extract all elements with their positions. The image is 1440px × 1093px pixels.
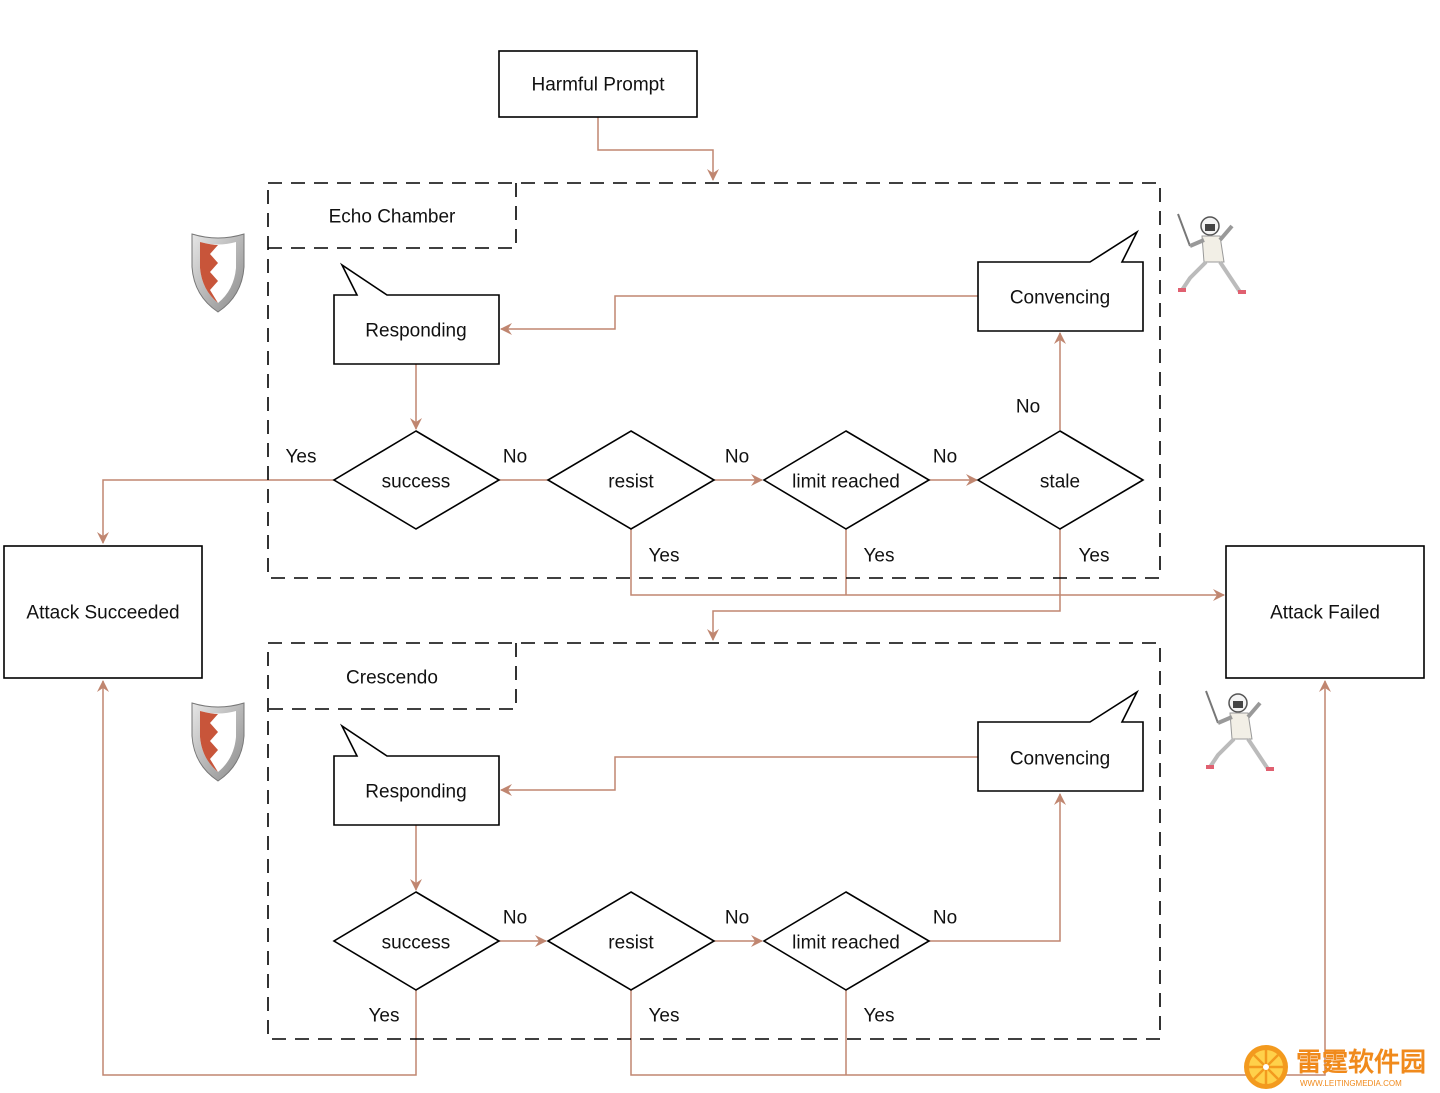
echo-success-label: success	[382, 472, 451, 493]
cres-convencing-label: Convencing	[1010, 749, 1110, 770]
shield-icon	[191, 702, 245, 782]
edge-label-no: No	[933, 447, 957, 468]
edge-echo-convencing-to-responding	[500, 295, 978, 335]
orange-logo-icon	[1244, 1045, 1288, 1089]
echo-chamber-frame: Echo Chamber	[267, 182, 1161, 579]
shield-icon	[191, 233, 245, 313]
cres-responding-node: Responding	[333, 723, 500, 826]
attack-failed-node: Attack Failed	[1225, 545, 1425, 679]
edge-label-yes: Yes	[286, 447, 317, 468]
edge-prompt-to-echo	[597, 117, 719, 181]
echo-convencing-label: Convencing	[1010, 288, 1110, 309]
attack-succeeded-node: Attack Succeeded	[3, 545, 203, 679]
edge-cres-success-yes	[97, 680, 417, 1076]
edge-label-no: No	[1016, 397, 1040, 418]
edge-echo-stale-yes-to-crescendo	[707, 528, 1061, 641]
cres-limit-decision: limit reached	[762, 891, 931, 991]
fencer-icon	[1205, 690, 1274, 771]
cres-limit-label: limit reached	[792, 933, 900, 954]
edge-label-no: No	[933, 908, 957, 929]
edge-label-no: No	[503, 908, 527, 929]
echo-resist-label: resist	[608, 472, 654, 493]
edge-cres-limit-no	[929, 793, 1066, 942]
echo-resist-decision: resist	[546, 430, 716, 530]
harmful-prompt-node: Harmful Prompt	[498, 50, 698, 118]
echo-limit-decision: limit reached	[762, 430, 931, 530]
cres-resist-decision: resist	[546, 891, 716, 991]
crescendo-frame: Crescendo	[267, 642, 1161, 1040]
echo-stale-decision: stale	[976, 430, 1145, 530]
echo-success-decision: success	[332, 430, 501, 530]
edge-label-yes: Yes	[649, 546, 680, 567]
edge-cres-convencing-to-responding	[500, 756, 978, 796]
harmful-prompt-label: Harmful Prompt	[531, 75, 665, 96]
echo-responding-node: Responding	[333, 262, 500, 365]
cres-success-label: success	[382, 933, 451, 954]
attack-failed-label: Attack Failed	[1270, 603, 1380, 624]
cres-success-decision: success	[332, 891, 501, 991]
cres-responding-label: Responding	[365, 782, 466, 803]
crescendo-title: Crescendo	[346, 668, 438, 689]
connectors	[97, 117, 1331, 1076]
watermark: 雷霆软件园 WWW.LEITINGMEDIA.COM	[1244, 1045, 1426, 1089]
watermark-url: WWW.LEITINGMEDIA.COM	[1300, 1079, 1402, 1088]
edge-label-yes: Yes	[864, 1006, 895, 1027]
echo-responding-label: Responding	[365, 321, 466, 342]
watermark-name: 雷霆软件园	[1296, 1047, 1426, 1077]
edge-label-yes: Yes	[864, 546, 895, 567]
edge-label-yes: Yes	[1079, 546, 1110, 567]
cres-convencing-node: Convencing	[977, 689, 1144, 792]
echo-stale-label: stale	[1040, 472, 1080, 493]
edge-label-yes: Yes	[649, 1006, 680, 1027]
edge-echo-resist-yes	[630, 528, 1225, 601]
edge-label-no: No	[725, 447, 749, 468]
echo-limit-label: limit reached	[792, 472, 900, 493]
edge-echo-success-yes	[97, 479, 334, 544]
edge-cres-resist-yes	[630, 680, 1331, 1076]
edge-label-no: No	[503, 447, 527, 468]
fencer-icon	[1177, 213, 1246, 294]
attack-succeeded-label: Attack Succeeded	[26, 603, 179, 624]
edge-label-no: No	[725, 908, 749, 929]
cres-resist-label: resist	[608, 933, 654, 954]
echo-chamber-title: Echo Chamber	[329, 207, 456, 228]
edge-label-yes: Yes	[369, 1006, 400, 1027]
echo-convencing-node: Convencing	[977, 229, 1144, 332]
